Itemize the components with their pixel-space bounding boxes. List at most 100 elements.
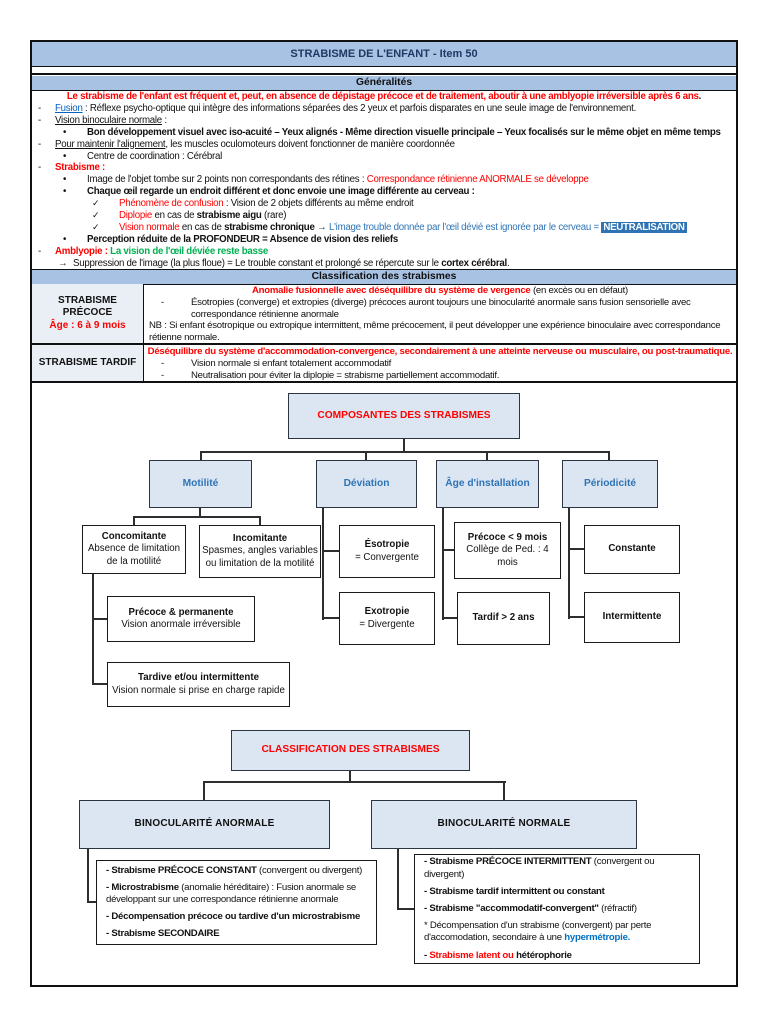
connector-line xyxy=(322,550,339,552)
text-line: •Image de l'objet tombe sur 2 points non… xyxy=(63,174,589,186)
list-marker: - xyxy=(38,102,41,114)
box-periodicite: Périodicité xyxy=(562,460,658,508)
connector-line xyxy=(442,508,444,620)
connector-line xyxy=(442,617,457,619)
list-marker: → xyxy=(58,257,68,269)
text-line: - Strabisme PRÉCOCE CONSTANT (convergent… xyxy=(106,864,363,876)
connector-line xyxy=(322,617,339,619)
box-binocularite-normale: BINOCULARITÉ NORMALE xyxy=(371,800,637,849)
box-incomitante: Incomitante Spasmes, angles variables ou… xyxy=(199,525,321,578)
connector-line xyxy=(87,849,89,903)
tardif-title: STRABISME TARDIF xyxy=(38,357,137,369)
text-line: * Décompensation d'un strabisme (converg… xyxy=(424,920,652,944)
connector-line xyxy=(133,516,135,525)
box-age-installation: Âge d'installation xyxy=(436,460,539,508)
list-marker: - xyxy=(161,296,164,308)
text-line: NB : Si enfant ésotropique ou extropique… xyxy=(149,320,721,344)
text-line: -Neutralisation pour éviter la diplopie … xyxy=(161,369,500,381)
cell-strabisme-precoce: STRABISME PRÉCOCE Âge : 6 à 9 mois xyxy=(32,284,144,345)
list-marker: • xyxy=(63,233,67,245)
list-marker: - xyxy=(38,245,41,257)
text-line: →Suppression de l'image (la plus floue) … xyxy=(58,257,510,269)
box-esotropie: Ésotropie = Convergente xyxy=(339,525,435,578)
flowcharts-area: COMPOSANTES DES STRABISMES Motilité Dévi… xyxy=(32,383,736,985)
generalites-content: Le strabisme de l'enfant est fréquent et… xyxy=(32,91,736,269)
text-line: -Fusion : Réflexe psycho-optique qui int… xyxy=(38,102,637,114)
text-line: - Microstrabisme (anomalie héréditaire) … xyxy=(106,881,357,905)
page-border: STRABISME DE L'ENFANT - Item 50 Générali… xyxy=(30,40,738,987)
box-precoce-permanente: Précoce & permanente Vision anormale irr… xyxy=(107,596,255,642)
divider xyxy=(32,73,736,75)
classification-section-bar: Classification des strabismes xyxy=(32,269,736,285)
connector-line xyxy=(322,508,324,620)
connector-line xyxy=(397,849,399,910)
cell-strabisme-tardif: STRABISME TARDIF xyxy=(32,345,144,383)
connector-line xyxy=(486,451,488,461)
connector-line xyxy=(503,781,505,800)
box-binocularite-anormale: BINOCULARITÉ ANORMALE xyxy=(79,800,330,849)
generalites-section-bar: Généralités xyxy=(32,75,736,91)
connector-line xyxy=(349,771,351,781)
box-anormale-details: - Strabisme PRÉCOCE CONSTANT (convergent… xyxy=(96,860,377,945)
connector-line xyxy=(133,516,261,518)
text-line: ✓Vision normale en cas de strabisme chro… xyxy=(92,221,687,233)
connector-line xyxy=(568,548,584,550)
text-line: •Centre de coordination : Cérébral xyxy=(63,150,222,162)
connector-line xyxy=(200,451,610,453)
connector-line xyxy=(568,508,570,619)
list-marker: - xyxy=(38,138,41,150)
text-line: - Strabisme latent ou hétérophorie xyxy=(424,949,572,961)
box-classification-root: CLASSIFICATION DES STRABISMES xyxy=(231,730,470,771)
text-line: -Vision normale si enfant totalement acc… xyxy=(161,357,392,369)
list-marker: - xyxy=(38,162,41,174)
document-title-bar: STRABISME DE L'ENFANT - Item 50 xyxy=(32,42,736,67)
text-line: Le strabisme de l'enfant est fréquent et… xyxy=(66,91,702,102)
text-line: - Décompensation précoce ou tardive d'un… xyxy=(106,911,361,923)
text-line: ✓Phénomène de confusion : Vision de 2 ob… xyxy=(92,198,414,210)
list-marker: ✓ xyxy=(92,198,100,209)
text-line: -Strabisme : xyxy=(38,162,106,174)
text-line: - Strabisme SECONDAIRE xyxy=(106,928,220,940)
list-marker: • xyxy=(63,150,67,162)
list-marker: - xyxy=(161,369,164,381)
connector-line xyxy=(397,908,414,910)
text-line: -Amblyopie : La vision de l'œil déviée r… xyxy=(38,245,268,257)
text-line: -Vision binoculaire normale : xyxy=(38,114,167,126)
connector-line xyxy=(92,574,94,685)
text-line: -Ésotropies (converge) et extropies (div… xyxy=(161,296,691,320)
connector-line xyxy=(92,683,108,685)
connector-line xyxy=(608,451,610,461)
list-marker: • xyxy=(63,186,67,198)
precoce-age: Âge : 6 à 9 mois xyxy=(49,319,126,331)
box-precoce-9mois: Précoce < 9 mois Collège de Ped. : 4 moi… xyxy=(454,522,561,579)
text-line: - Strabisme PRÉCOCE INTERMITTENT (conver… xyxy=(424,856,655,880)
list-marker: • xyxy=(63,126,67,138)
connector-line xyxy=(203,781,205,800)
connector-line xyxy=(200,451,202,461)
box-exotropie: Exotropie = Divergente xyxy=(339,592,435,645)
connector-line xyxy=(259,516,261,525)
connector-line xyxy=(87,901,96,903)
page-title: STRABISME DE L'ENFANT - Item 50 xyxy=(290,48,478,60)
list-marker: - xyxy=(161,357,164,369)
generalites-header: Généralités xyxy=(355,77,413,88)
box-intermittente: Intermittente xyxy=(584,592,680,643)
cell-precoce-content: Anomalie fusionnelle avec déséquilibre d… xyxy=(144,284,736,345)
connector-line xyxy=(403,439,405,451)
connector-line xyxy=(568,616,584,618)
text-line: -Pour maintenir l'alignement, les muscle… xyxy=(38,138,455,150)
connector-line xyxy=(92,618,108,620)
classification-table: STRABISME PRÉCOCE Âge : 6 à 9 mois Anoma… xyxy=(32,284,736,383)
connector-line xyxy=(442,549,454,551)
cell-tardif-content: Déséquilibre du système d'accommodation-… xyxy=(144,345,736,383)
text-line: •Chaque œil regarde un endroit différent… xyxy=(63,186,475,198)
list-marker: ✓ xyxy=(92,210,100,221)
box-tardif-2ans: Tardif > 2 ans xyxy=(457,592,550,645)
box-normale-details: - Strabisme PRÉCOCE INTERMITTENT (conver… xyxy=(414,854,700,964)
list-marker: • xyxy=(63,174,67,186)
box-composantes-root: COMPOSANTES DES STRABISMES xyxy=(288,393,520,439)
list-marker: ✓ xyxy=(92,221,100,232)
box-tardive-intermittente: Tardive et/ou intermittente Vision norma… xyxy=(107,662,290,707)
classification-header: Classification des strabismes xyxy=(311,271,457,283)
connector-line xyxy=(203,781,506,783)
